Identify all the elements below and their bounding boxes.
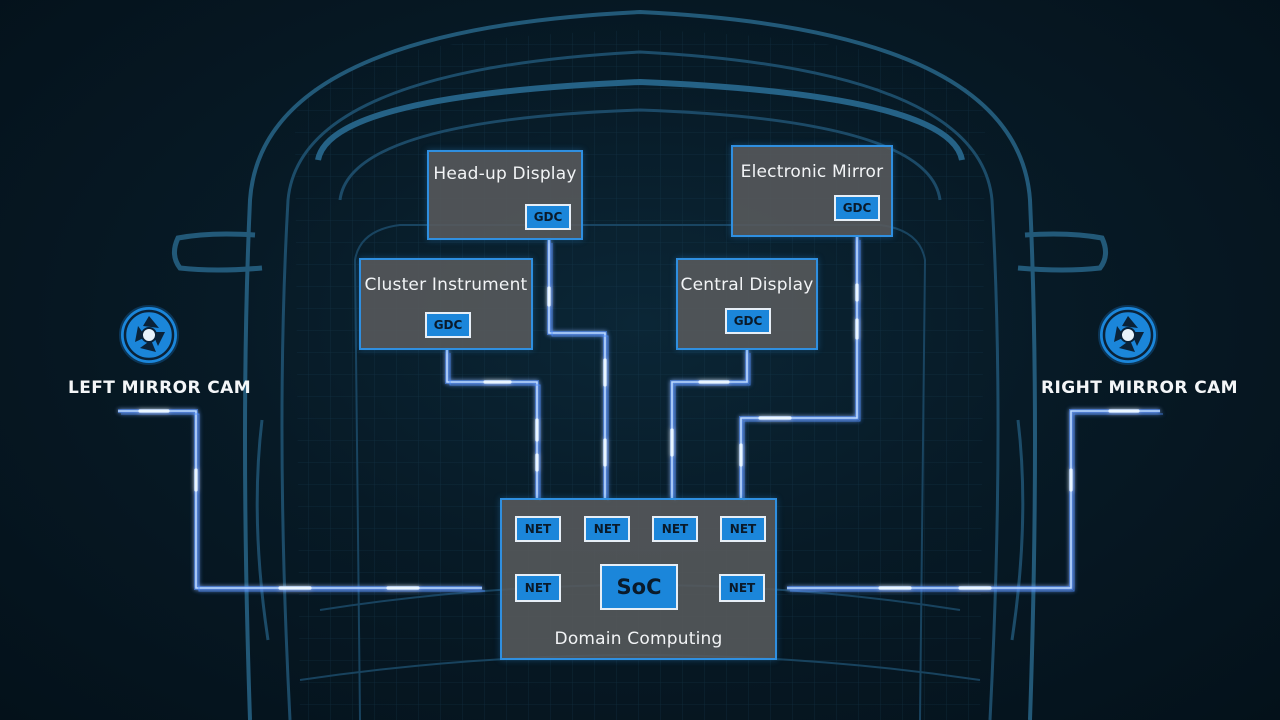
wire-left-camera-core [118, 410, 482, 589]
electronic-mirror-module: Electronic Mirror GDC [731, 145, 893, 237]
wire-cluster-shadow [449, 353, 541, 501]
central-display-module: Central Display GDC [676, 258, 818, 350]
wire-central-core [671, 350, 748, 498]
wire-hud-core [548, 240, 606, 498]
wire-hud-shadow [551, 243, 609, 501]
cluster-instrument-module: Cluster Instrument GDC [359, 258, 533, 350]
domain-computing-module: NET NET NET NET NET SoC NET Domain Compu… [500, 498, 777, 660]
cluster-gdc-chip: GDC [425, 312, 471, 338]
net-chip-top-2: NET [584, 516, 630, 542]
head-up-display-module: Head-up Display GDC [427, 150, 583, 240]
wire-left-camera-glow [118, 409, 482, 590]
wire-cluster-core [446, 350, 538, 498]
mirror-gdc-chip: GDC [834, 195, 880, 221]
wire-right-camera-core [787, 410, 1160, 589]
net-chip-top-4: NET [720, 516, 766, 542]
domain-computing-title: Domain Computing [554, 629, 723, 649]
central-gdc-chip: GDC [725, 308, 771, 334]
hud-gdc-chip: GDC [525, 204, 571, 230]
net-chip-top-3: NET [652, 516, 698, 542]
cluster-instrument-title: Cluster Instrument [364, 275, 528, 295]
wire-central-shadow [674, 353, 751, 501]
wire-mirror-shadow [743, 240, 861, 501]
net-chip-right: NET [719, 574, 765, 602]
wire-hud-glow [547, 240, 607, 498]
head-up-display-title: Head-up Display [433, 164, 577, 184]
wire-right-camera-shadow [790, 413, 1163, 592]
camera-aperture-icon [119, 305, 179, 365]
right-mirror-cam-label: RIGHT MIRROR CAM [1041, 378, 1238, 398]
wire-left-camera-shadow [121, 413, 485, 592]
left-mirror-cam-label: LEFT MIRROR CAM [68, 378, 252, 398]
wire-cluster-glow [445, 350, 539, 498]
central-display-title: Central Display [680, 275, 814, 295]
wire-central-glow [670, 350, 749, 498]
electronic-mirror-title: Electronic Mirror [740, 162, 884, 182]
net-chip-top-1: NET [515, 516, 561, 542]
camera-aperture-icon [1098, 305, 1158, 365]
wire-right-camera-glow [787, 409, 1160, 590]
net-chip-left: NET [515, 574, 561, 602]
soc-chip: SoC [600, 564, 678, 610]
